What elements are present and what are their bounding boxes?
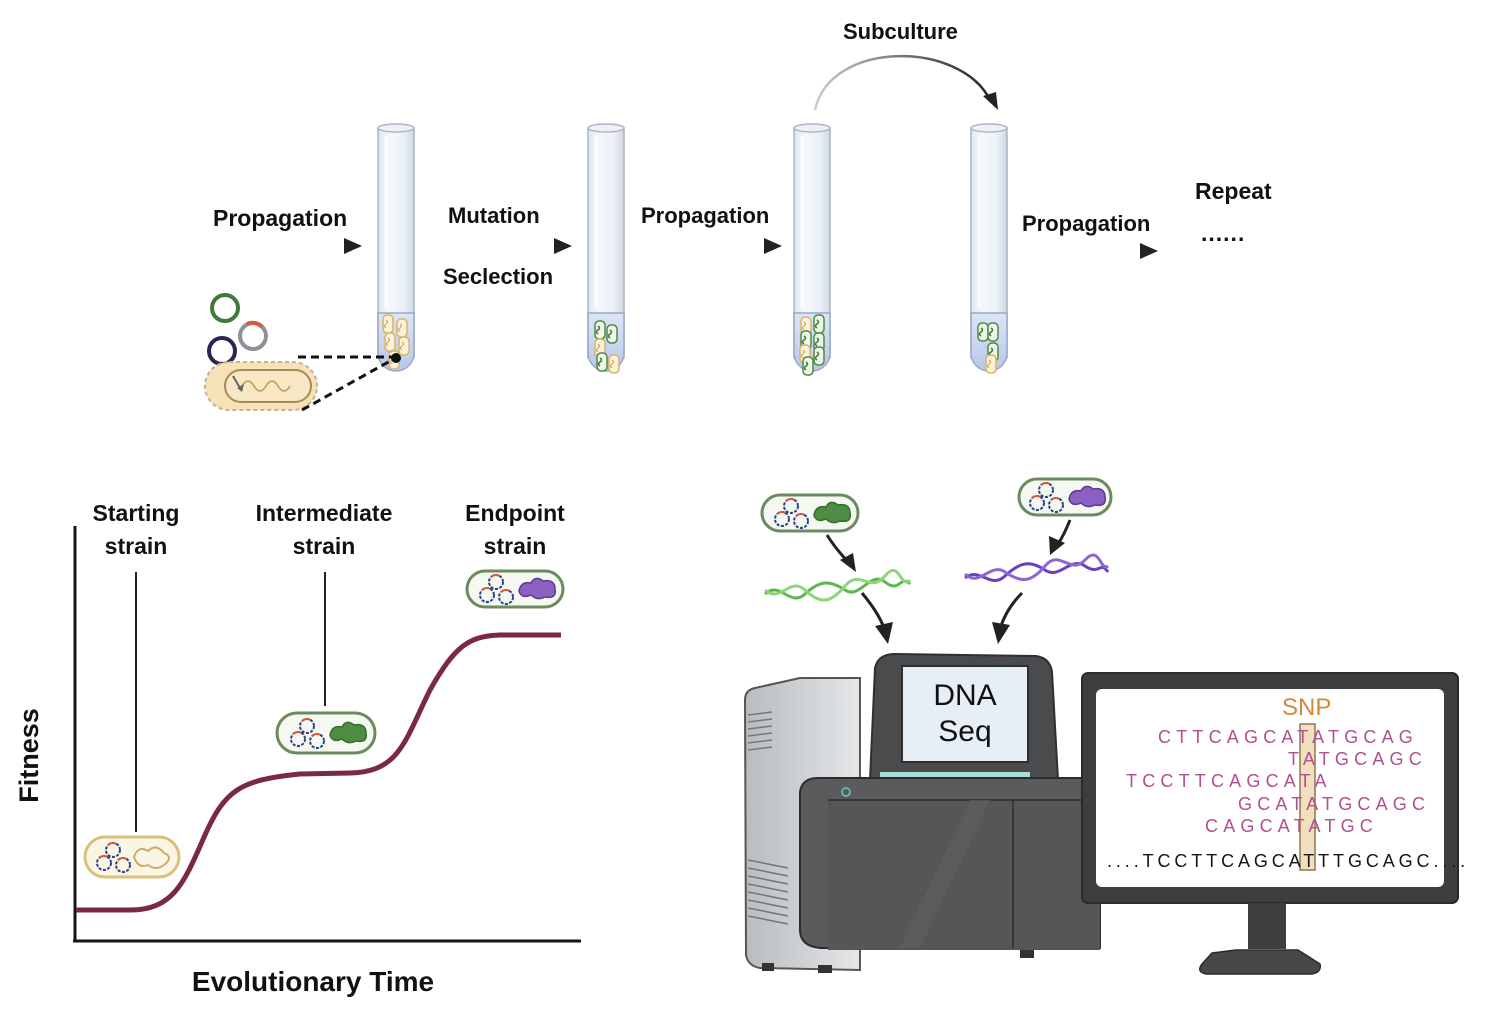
read-3: TCCTTCAGCATA [1126, 771, 1332, 791]
propagation-label-3: Propagation [1022, 211, 1151, 236]
culture-tube-4 [969, 122, 1009, 374]
extraction-arrow-purple [1049, 519, 1072, 555]
plasmids-icon [207, 293, 268, 366]
load-arrow-green [860, 592, 893, 644]
repeat-label: Repeat [1195, 178, 1272, 204]
selection-label: Seclection [443, 264, 554, 289]
read-1: CTTCAGCATATGCAG [1158, 727, 1418, 747]
dna-helix-green-icon [763, 568, 912, 602]
mutation-label: Mutation [448, 203, 540, 228]
power-button [841, 787, 851, 797]
starting-strain-label-line2: strain [104, 533, 168, 559]
dna-helix-purple-icon [963, 553, 1110, 583]
y-axis-label: Fitness [13, 708, 44, 803]
screen-text-line1: DNA [933, 679, 997, 712]
mutation-selection-arrow [426, 238, 572, 254]
read-2: TATGCAGC [1288, 749, 1427, 769]
propagation-arrow-2 [640, 238, 782, 254]
fitness-curve [76, 632, 561, 913]
endpoint-strain-sample-cell-icon [1017, 477, 1113, 517]
repeat-ellipsis: ...... [1201, 220, 1246, 246]
subculture-label: Subculture [843, 19, 958, 44]
propagation-arrow-1 [254, 238, 362, 254]
culture-tube-2 [586, 122, 626, 374]
intermediate-strain-label: Intermediate strain [256, 497, 393, 563]
starting-strain-cell-icon [83, 835, 181, 879]
read-4: GCATATGCAGC [1238, 794, 1431, 814]
intermediate-strain-sample-cell-icon [760, 493, 860, 533]
endpoint-strain-label-line2: strain [483, 533, 547, 559]
intermediate-strain-label-line2: strain [292, 533, 356, 559]
x-axis-label: Evolutionary Time [191, 966, 435, 997]
screen-text-line2: Seq [938, 715, 992, 748]
sequencer-screen-text: DNA Seq [903, 678, 1027, 750]
culture-tube-3 [792, 122, 832, 376]
endpoint-strain-label: Endpoint strain [465, 497, 565, 563]
starting-strain-label-line1: Starting [92, 500, 180, 526]
snp-label: SNP [1282, 694, 1332, 721]
propagation-label-2: Propagation [641, 203, 770, 228]
load-arrow-purple [992, 591, 1024, 644]
zoom-callout-lines [298, 355, 393, 412]
intermediate-strain-cell-icon [275, 711, 377, 755]
subculture-arc-arrow [813, 54, 998, 111]
fitness-plot [73, 526, 581, 943]
propagation-arrow-3 [1024, 243, 1158, 259]
dna-sequencer-instrument [743, 652, 1101, 973]
reference-sequence: ....TCCTTCAGCATTTGCAGC.... [1107, 851, 1470, 871]
endpoint-strain-cell-icon [465, 569, 565, 609]
bacterium-cell-icon [204, 361, 318, 411]
endpoint-strain-label-line1: Endpoint [465, 500, 565, 526]
read-5: CAGCATATGC [1205, 816, 1378, 836]
snp-highlight-column [1299, 723, 1316, 871]
monitor [1081, 672, 1459, 975]
starting-strain-label: Starting strain [93, 497, 180, 563]
culture-tube-1 [376, 122, 416, 373]
intermediate-strain-label-line1: Intermediate [255, 500, 393, 526]
extraction-arrow-green [825, 534, 856, 572]
propagation-label-1: Propagation [213, 205, 348, 231]
